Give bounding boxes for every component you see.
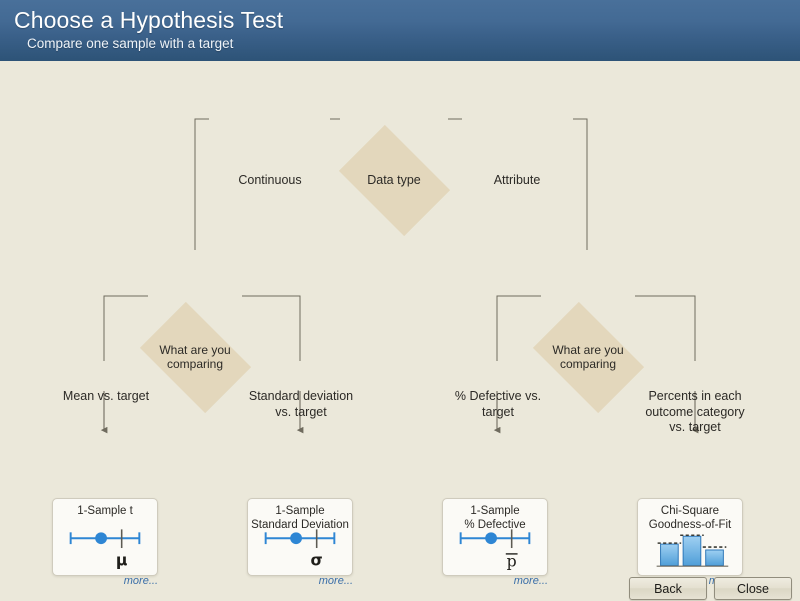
interval-plot-icon: p: [459, 529, 531, 571]
back-button[interactable]: Back: [629, 577, 707, 600]
branch-label-percents: Percents in each outcome category vs. ta…: [645, 389, 745, 434]
decision-node-label: Data type: [367, 173, 421, 187]
branch-label-stdev: Standard deviation vs. target: [248, 389, 354, 419]
more-link-1-sample-pct-defective[interactable]: more...: [513, 575, 548, 587]
flowchart-canvas: Data type Continuous Attribute What are …: [0, 61, 800, 601]
close-button[interactable]: Close: [714, 577, 792, 600]
more-link-1-sample-standard-deviation[interactable]: more...: [318, 575, 353, 587]
card-symbol: σ: [311, 551, 323, 570]
connector-lines: [100, 118, 699, 434]
decision-node-data-type[interactable]: Data type: [338, 124, 450, 236]
card-title: 1-Sample % Defective: [464, 505, 526, 531]
more-link-1-sample-t[interactable]: more...: [123, 575, 158, 587]
page-subtitle: Compare one sample with a target: [27, 36, 234, 51]
branch-label-mean: Mean vs. target: [62, 389, 150, 403]
card-title: Chi-Square Goodness-of-Fit: [648, 505, 732, 531]
decision-node-compare-attribute[interactable]: What are you comparing: [532, 301, 644, 413]
decision-node-label: What are you comparing: [159, 343, 231, 371]
test-card-1-sample-pct-defective[interactable]: 1-Sample % Defective p: [442, 498, 548, 576]
page-title: Choose a Hypothesis Test: [14, 7, 284, 33]
card-title: 1-Sample t: [77, 505, 133, 517]
bar-chart-icon: [656, 534, 729, 567]
test-card-chi-square-goodness-of-fit[interactable]: Chi-Square Goodness-of-Fit: [637, 498, 743, 576]
edge-label-attribute: Attribute: [493, 173, 541, 187]
interval-plot-icon: σ: [264, 529, 336, 570]
app-header: Choose a Hypothesis Test Compare one sam…: [0, 0, 800, 61]
test-card-1-sample-t[interactable]: 1-Sample t μ: [52, 498, 158, 576]
edge-label-continuous: Continuous: [238, 173, 302, 187]
interval-plot-icon: μ: [69, 529, 141, 570]
card-symbol: μ: [116, 551, 128, 570]
card-symbol: p: [507, 552, 517, 571]
test-card-1-sample-standard-deviation[interactable]: 1-Sample Standard Deviation σ: [247, 498, 353, 576]
branch-label-pct-defective: % Defective vs. target: [454, 389, 542, 419]
decision-node-compare-continuous[interactable]: What are you comparing: [139, 301, 251, 413]
card-title: 1-Sample Standard Deviation: [251, 505, 349, 531]
decision-node-label: What are you comparing: [552, 343, 624, 371]
